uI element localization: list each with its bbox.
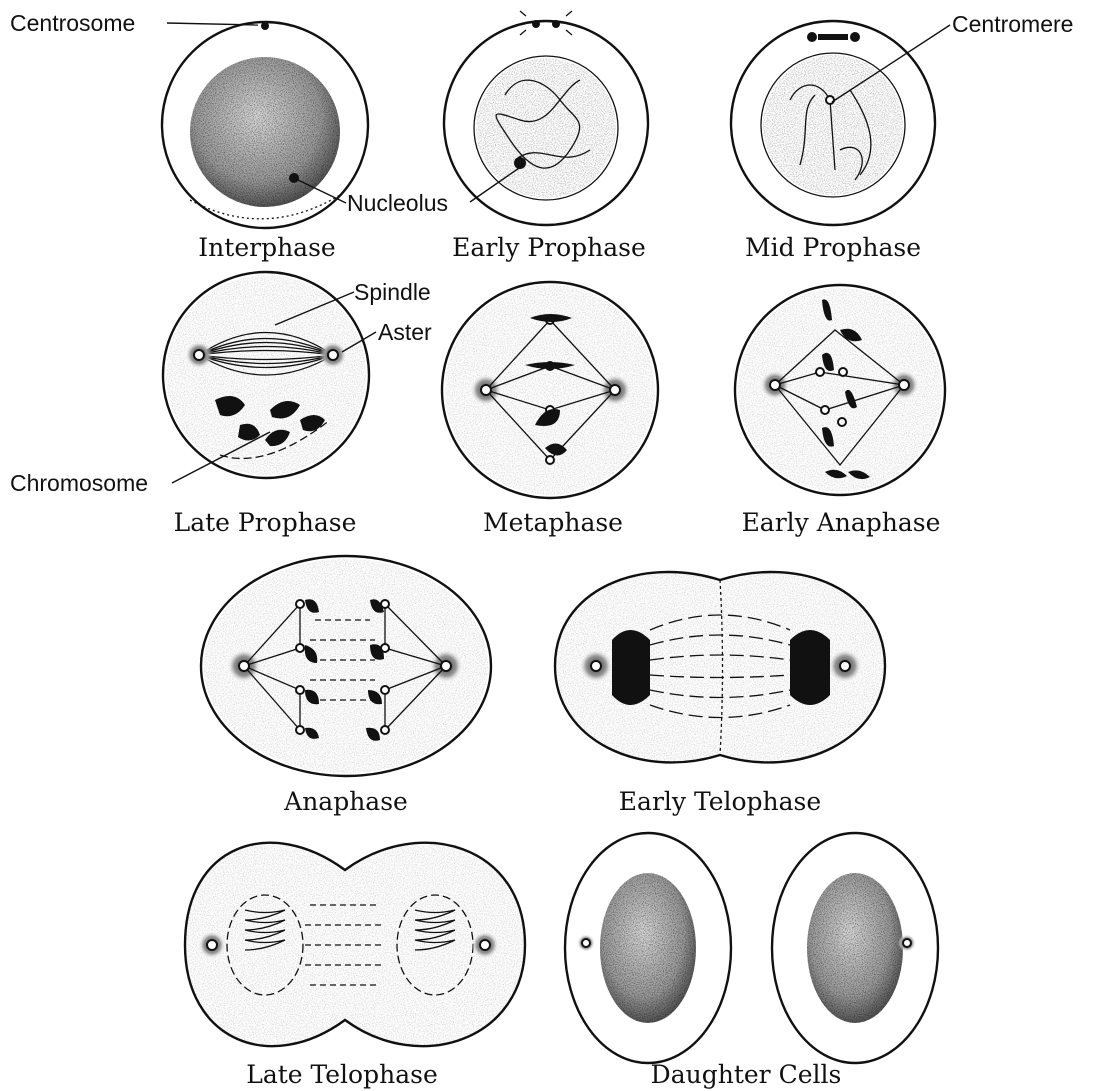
cell-mid-prophase xyxy=(731,21,935,225)
callout-centromere: Centromere xyxy=(952,11,1073,37)
label-early-anaphase: Early Anaphase xyxy=(742,508,941,537)
label-late-prophase: Late Prophase xyxy=(174,508,357,537)
callout-nucleolus: Nucleolus xyxy=(347,190,448,216)
cell-early-anaphase xyxy=(735,285,945,495)
label-early-prophase: Early Prophase xyxy=(452,233,646,262)
label-daughter-cells: Daughter Cells xyxy=(651,1060,842,1089)
label-interphase: Interphase xyxy=(198,233,335,262)
cell-late-telophase xyxy=(185,843,525,1046)
cell-early-telophase xyxy=(555,572,885,762)
cell-late-prophase xyxy=(163,272,369,478)
label-early-telophase: Early Telophase xyxy=(619,787,821,816)
cell-daughter-cells xyxy=(565,833,938,1063)
callout-chromosome: Chromosome xyxy=(10,470,148,496)
callout-spindle: Spindle xyxy=(354,279,431,305)
cell-interphase xyxy=(162,22,368,228)
centrosome-dot xyxy=(261,22,269,30)
callout-centrosome: Centrosome xyxy=(10,10,135,36)
cell-anaphase xyxy=(201,556,491,776)
cell-early-prophase xyxy=(444,11,648,225)
label-anaphase: Anaphase xyxy=(283,787,408,816)
label-late-telophase: Late Telophase xyxy=(246,1060,438,1089)
label-mid-prophase: Mid Prophase xyxy=(745,233,921,262)
callout-aster: Aster xyxy=(378,319,432,345)
cell-metaphase xyxy=(442,282,658,498)
nucleolus-dot xyxy=(289,173,299,183)
label-metaphase: Metaphase xyxy=(483,508,623,537)
